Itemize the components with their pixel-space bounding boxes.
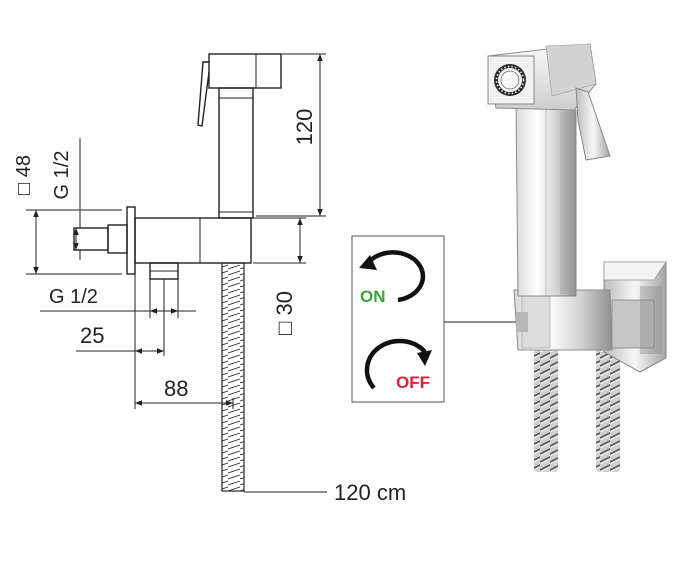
off-label: OFF: [396, 373, 430, 392]
hose-length-callout: 120 cm: [244, 480, 406, 505]
on-off-indicator-box: ON OFF: [351, 235, 445, 403]
dim-120: 120: [256, 53, 326, 217]
spray-head-drawing: [197, 53, 282, 219]
dim-48-label: 48: [13, 155, 35, 177]
hose-drawing: [221, 262, 245, 492]
dim-30-label: 30: [272, 291, 297, 315]
rotate-cw-icon: [364, 338, 432, 390]
product-photo: [487, 43, 667, 472]
thread-bottom-label: G 1/2: [49, 286, 98, 308]
dim-120-label: 120: [292, 109, 317, 146]
dim-88-label: 88: [164, 376, 188, 401]
nozzle-icon: [494, 64, 526, 96]
dim-thread-left: G 1/2: [51, 138, 81, 260]
thread-left-label: G 1/2: [51, 151, 73, 200]
on-label: ON: [360, 287, 386, 306]
photo-hoses: [534, 340, 620, 472]
dim-30: □ 30: [253, 217, 306, 335]
square-symbol: □: [13, 183, 35, 195]
photo-wall-bracket: [603, 261, 667, 373]
dim-25-label: 25: [80, 323, 104, 348]
photo-body: [513, 289, 613, 351]
square-symbol: □: [272, 322, 297, 335]
dim-48: □ 48: [13, 155, 122, 275]
dim-thread-bottom: G 1/2: [40, 279, 196, 318]
photo-spray-head: [487, 43, 611, 161]
rotate-ccw-icon: [359, 250, 426, 303]
photo-handle: [515, 103, 577, 297]
dim-88: 88: [134, 274, 234, 409]
svg-text:□ 48: □ 48: [13, 155, 35, 195]
svg-text:□ 30: □ 30: [272, 291, 297, 335]
hose-length-label: 120 cm: [334, 480, 406, 505]
dim-25: 25: [76, 279, 165, 356]
